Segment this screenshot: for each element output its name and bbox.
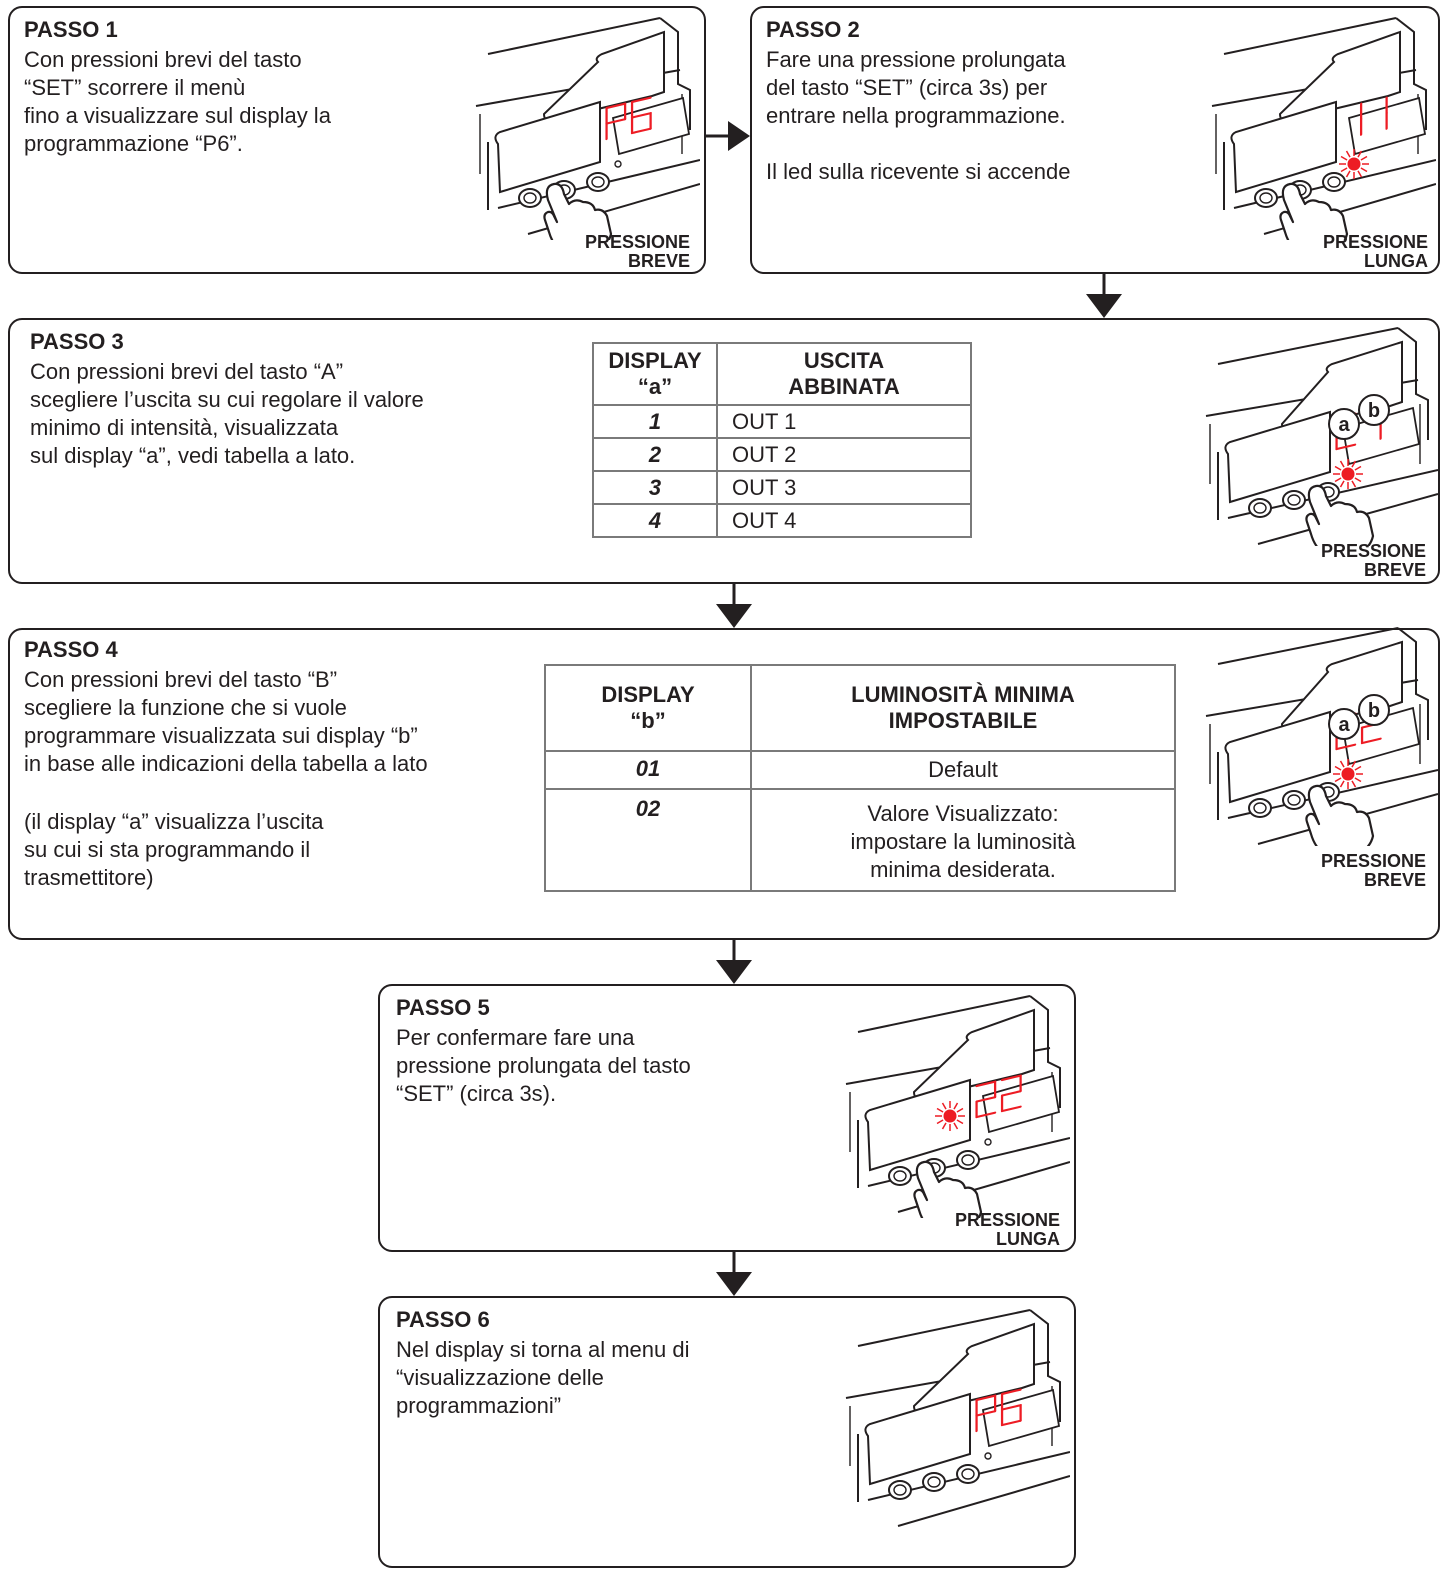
step-4-text: Con pressioni brevi del tasto “B” scegli… [24,666,428,892]
text-line: Con pressioni brevi del tasto [24,47,302,72]
text-line: programmazioni” [396,1393,562,1418]
step-3-text: Con pressioni brevi del tasto “A” scegli… [30,358,424,470]
press-type-label: PRESSIONE LUNGA [1322,232,1428,271]
text-line: “visualizzazione delle [396,1365,604,1390]
step-3-title: PASSO 3 [30,329,124,354]
svg-text:a: a [1338,414,1350,436]
step-5-text: Per confermare fare una pressione prolun… [396,1024,691,1108]
text-line: entrare nella programmazione. [766,103,1066,128]
text-line: minimo di intensità, visualizzata [30,415,339,440]
arrow-down-icon [716,940,752,984]
table-row: 01 Default [544,750,1176,790]
step-5-title: PASSO 5 [396,995,490,1020]
text-line: programmare visualizzata sui display “b” [24,723,418,748]
text-line: “SET” scorrere il menù [24,75,246,100]
table-header: DISPLAY“a” [592,342,718,406]
text-line: scegliere la funzione che si vuole [24,695,347,720]
text-line: (il display “a” visualizza l’uscita [24,809,324,834]
device-illustration: ab [1205,627,1438,846]
text-line: Per confermare fare una [396,1025,635,1050]
press-type-label: PRESSIONE BREVE [1320,851,1426,890]
step-4-panel: PASSO 4 Con pressioni brevi del tasto “B… [8,627,1440,940]
text-line: pressione prolungata del tasto [396,1053,691,1078]
text-line: Fare una pressione prolungata [766,47,1066,72]
device-illustration: ab [1205,327,1438,546]
text-line: “SET” (circa 3s). [396,1081,557,1106]
arrow-down-icon [716,584,752,628]
step-2-panel: PASSO 2 Fare una pressione prolungata de… [750,6,1440,274]
device-illustration [475,17,700,240]
text-line: fino a visualizzare sul display la [24,103,331,128]
svg-text:b: b [1368,700,1380,722]
step-6-text: Nel display si torna al menu di “visuali… [396,1336,689,1420]
arrow-right-icon [706,121,750,151]
text-line: del tasto “SET” (circa 3s) per [766,75,1048,100]
step-1-title: PASSO 1 [24,17,118,42]
arrow-down-icon [716,1252,752,1296]
press-type-label: PRESSIONE LUNGA [954,1210,1060,1249]
press-type-label: PRESSIONE BREVE [1320,541,1426,580]
text-line: Con pressioni brevi del tasto “B” [24,667,338,692]
press-type-label: PRESSIONE BREVE [584,232,690,271]
text-line: trasmettitore) [24,865,154,890]
step-1-panel: PASSO 1 Con pressioni brevi del tasto “S… [8,6,706,274]
text-line: su cui si sta programmando il [24,837,311,862]
arrow-down-icon [1086,274,1122,318]
step-6-panel: PASSO 6 Nel display si torna al menu di … [378,1296,1076,1568]
step-2-note: Il led sulla ricevente si accende [766,159,1071,184]
device-illustration [845,995,1070,1218]
text-line: in base alle indicazioni della tabella a… [24,751,428,776]
step-5-panel: PASSO 5 Per confermare fare una pression… [378,984,1076,1252]
device-illustration [845,1309,1070,1527]
step-1-text: Con pressioni brevi del tasto “SET” scor… [24,46,331,158]
table-row: 02 Valore Visualizzato: impostare la lum… [544,788,1176,892]
step-4-title: PASSO 4 [24,637,118,662]
text-line: scegliere l’uscita su cui regolare il va… [30,387,424,412]
step-6-title: PASSO 6 [396,1307,490,1332]
table-header: DISPLAY“b” [544,664,752,752]
text-line: sul display “a”, vedi tabella a lato. [30,443,356,468]
step-3-panel: PASSO 3 Con pressioni brevi del tasto “A… [8,318,1440,584]
text-line: programmazione “P6”. [24,131,243,156]
device-illustration [1211,17,1436,240]
text-line: Nel display si torna al menu di [396,1337,690,1362]
svg-text:a: a [1338,714,1350,736]
step-2-text: Fare una pressione prolungata del tasto … [766,46,1071,186]
step-2-title: PASSO 2 [766,17,860,42]
text-line: Con pressioni brevi del tasto “A” [30,359,344,384]
svg-text:b: b [1368,400,1380,422]
